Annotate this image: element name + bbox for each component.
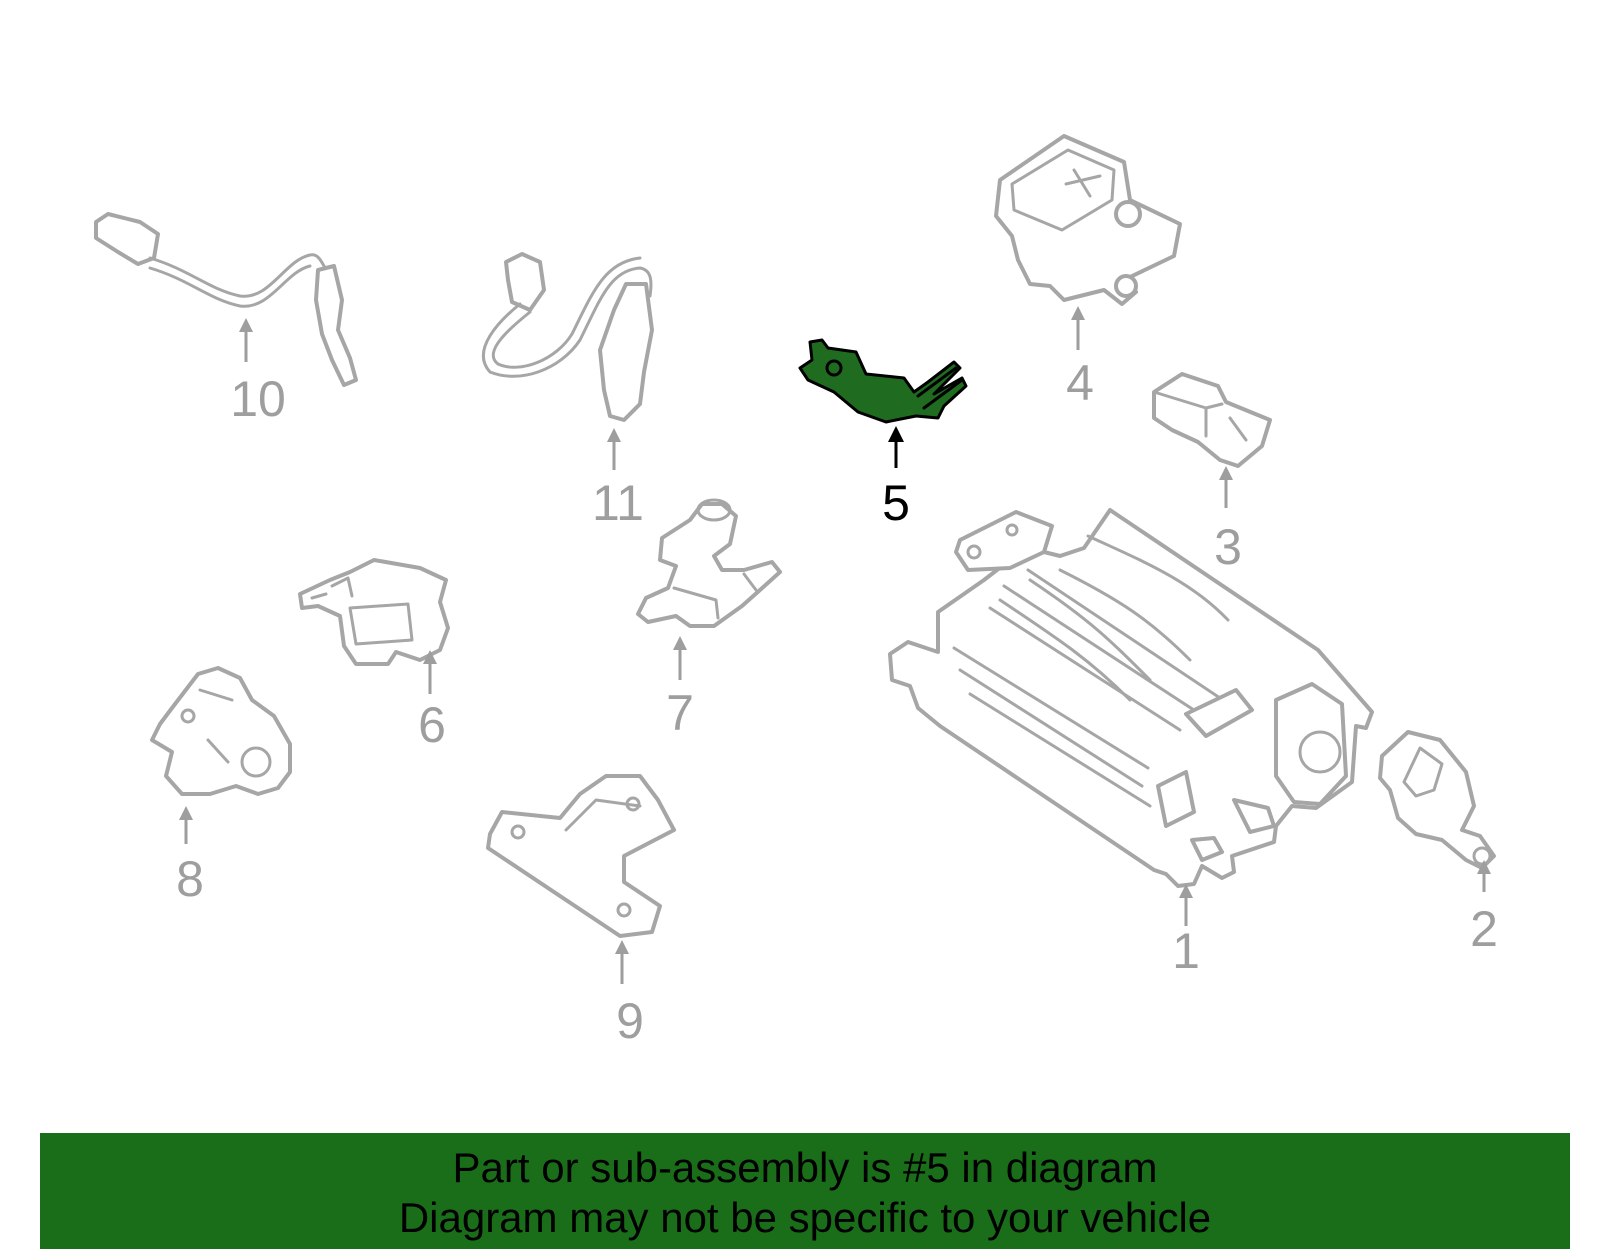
callout-arrows	[179, 306, 1491, 984]
callout-11: 11	[592, 475, 644, 531]
part-2-valve	[1378, 730, 1496, 870]
callout-7: 7	[666, 685, 694, 741]
part-7-purge-valve	[636, 498, 782, 628]
part-11-oxygen-sensor	[482, 252, 654, 422]
part-6-solenoid	[298, 558, 450, 666]
part-4-housing	[994, 134, 1182, 306]
callout-4: 4	[1066, 355, 1094, 411]
callout-2: 2	[1470, 901, 1498, 957]
part-10-oxygen-sensor	[94, 212, 358, 387]
footer-banner: Part or sub-assembly is #5 in diagram Di…	[40, 1133, 1570, 1249]
part-1-canister	[888, 508, 1374, 888]
callout-5: 5	[882, 475, 910, 531]
parts-diagram: 1 2 3 4 5 6 7 8 9 10 11	[94, 134, 1498, 1049]
callout-9: 9	[616, 993, 644, 1049]
part-5-bracket-highlighted	[798, 338, 968, 424]
callout-3: 3	[1214, 519, 1242, 575]
callout-1: 1	[1172, 923, 1200, 979]
footer-line-1: Part or sub-assembly is #5 in diagram	[452, 1144, 1158, 1191]
callout-numbers: 1 2 3 4 5 6 7 8 9 10 11	[176, 355, 1498, 1049]
callout-10: 10	[230, 371, 286, 427]
callout-8: 8	[176, 851, 204, 907]
part-8-valve	[150, 666, 292, 796]
part-9-bracket-plate	[486, 774, 676, 938]
part-3-clip	[1152, 372, 1272, 468]
footer-line-2: Diagram may not be specific to your vehi…	[398, 1194, 1212, 1241]
callout-6: 6	[418, 697, 446, 753]
